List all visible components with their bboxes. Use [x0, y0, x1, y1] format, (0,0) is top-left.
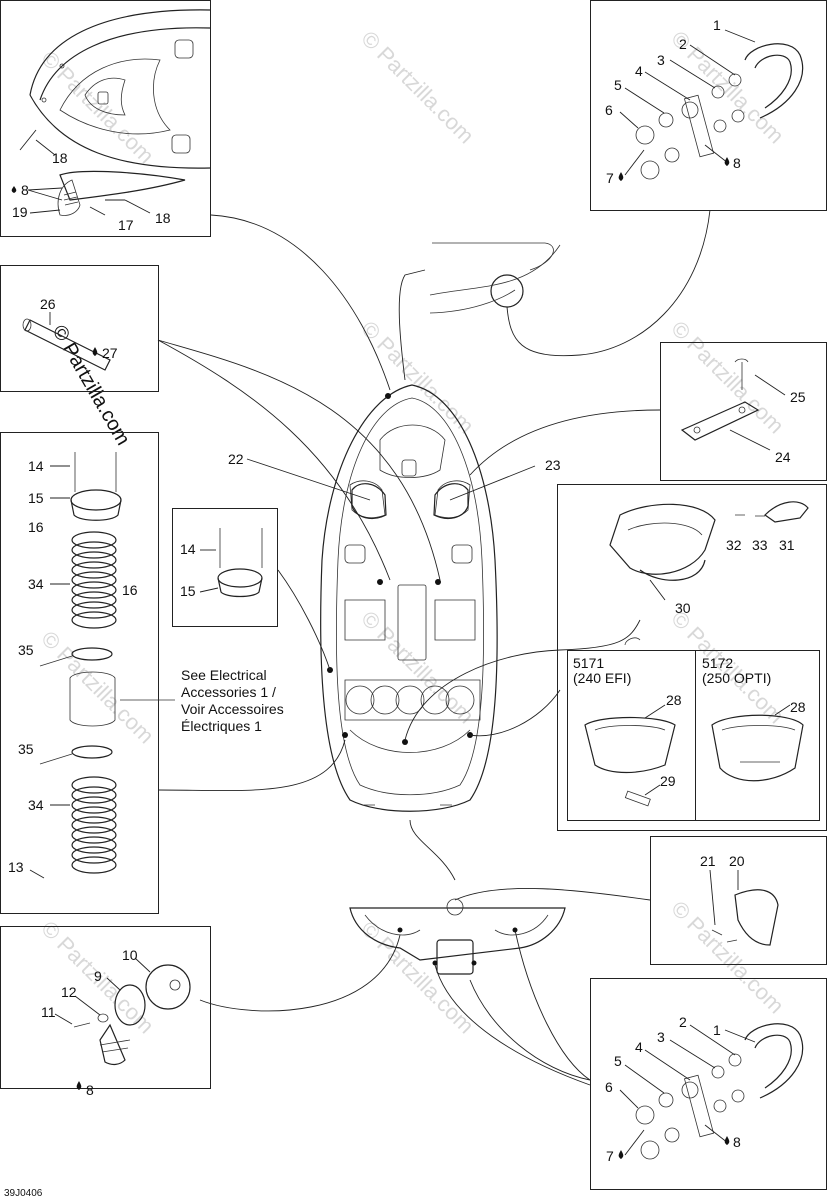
watermark-main: © Partzilla.com [48, 322, 134, 450]
drop-icon [92, 347, 98, 356]
note-line-2: Accessories 1 / [181, 684, 276, 700]
drop-icon [618, 1150, 624, 1159]
drop-icon [724, 157, 730, 166]
callout-26: 26 [40, 296, 56, 312]
callout-22: 22 [228, 451, 244, 467]
callout-4-bottom: 4 [635, 1039, 643, 1055]
callout-28-right: 28 [790, 699, 806, 715]
callout-19: 19 [12, 204, 28, 220]
callout-2-top: 2 [679, 36, 687, 52]
callout-34-col-b: 34 [28, 797, 44, 813]
variant-right-code: 5172 [702, 655, 733, 671]
callout-7-bottom: 7 [606, 1148, 614, 1164]
callout-5-top: 5 [614, 77, 622, 93]
callout-18-top: 18 [52, 150, 68, 166]
callout-12: 12 [61, 984, 77, 1000]
watermark-5: © Partzilla.com [666, 316, 789, 439]
note-line-4: Électriques 1 [181, 718, 262, 734]
panel-covers: 30 32 33 31 5171 (240 EFI) 5172 (250 OPT… [557, 484, 827, 831]
transom-view [349, 898, 566, 975]
callout-33: 33 [752, 537, 768, 553]
callout-6-top: 6 [605, 102, 613, 118]
diagram-code: 39J0406 [4, 1188, 43, 1199]
note-line-1: See Electrical [181, 667, 267, 683]
callout-20: 20 [729, 853, 745, 869]
callout-3-bottom: 3 [657, 1029, 665, 1045]
watermarks: © Partzilla.com © Partzilla.com © Partzi… [36, 26, 789, 1039]
cable-assembly [398, 209, 711, 381]
callout-25: 25 [790, 389, 806, 405]
callout-1-bottom: 1 [713, 1022, 721, 1038]
callout-8-bottom: 8 [733, 1134, 741, 1150]
callout-4-top: 4 [635, 63, 643, 79]
panel-pin: 26 27 [0, 265, 159, 392]
callout-35-col-a: 35 [18, 642, 34, 658]
drop-icon [11, 186, 17, 193]
variant-left-code: 5171 [573, 655, 604, 671]
callout-10: 10 [122, 947, 138, 963]
drop-icon [76, 1081, 82, 1090]
panel-grab-handle-bottom: 1 2 3 4 5 6 7 8 [590, 978, 827, 1190]
watermark-6: © Partzilla.com [36, 626, 159, 749]
panel-drain-plug: 10 9 12 11 8 [0, 926, 211, 1098]
callout-21: 21 [700, 853, 716, 869]
callout-28-left: 28 [666, 692, 682, 708]
drop-icon [724, 1136, 730, 1145]
panel-clip: 21 20 [650, 836, 827, 965]
hull-top-view: 22 23 [228, 384, 561, 812]
callout-3-top: 3 [657, 52, 665, 68]
callout-34-col-a: 34 [28, 576, 44, 592]
callout-7-top: 7 [606, 170, 614, 186]
callout-32: 32 [726, 537, 742, 553]
watermark-4: © Partzilla.com [356, 316, 479, 439]
callout-14-col: 14 [28, 458, 44, 474]
callout-2-bottom: 2 [679, 1014, 687, 1030]
callout-23: 23 [545, 457, 561, 473]
callout-11: 11 [41, 1004, 56, 1020]
panel-vent-hoses: 14 15 16 16 34 35 35 34 13 [0, 432, 175, 914]
connector-lines [157, 214, 661, 1086]
callout-16-col-b: 16 [122, 582, 138, 598]
callout-17: 17 [118, 217, 134, 233]
note-line-3: Voir Accessoires [181, 701, 284, 717]
callout-29: 29 [660, 773, 676, 789]
panel-bow-detail: 18 8 19 17 18 [0, 0, 211, 237]
callout-1-top: 1 [713, 17, 721, 33]
panel-grab-handle-top: 1 2 3 4 5 6 7 8 [590, 0, 827, 211]
callout-15-small: 15 [180, 583, 196, 599]
callout-16-col-a: 16 [28, 519, 44, 535]
watermark-2: © Partzilla.com [356, 26, 479, 149]
variant-left-engine: (240 EFI) [573, 670, 631, 686]
callout-31: 31 [779, 537, 795, 553]
variant-right-engine: (250 OPTI) [702, 670, 771, 686]
callout-15-col: 15 [28, 490, 44, 506]
callout-13: 13 [8, 859, 24, 875]
callout-8-drain: 8 [86, 1082, 94, 1098]
callout-24: 24 [775, 449, 791, 465]
electrical-note: See Electrical Accessories 1 / Voir Acce… [181, 667, 284, 734]
callout-8-bow: 8 [21, 182, 29, 198]
callout-6-bottom: 6 [605, 1079, 613, 1095]
callout-9: 9 [94, 968, 102, 984]
callout-27: 27 [102, 345, 118, 361]
callout-35-col-b: 35 [18, 741, 34, 757]
callout-18-bottom: 18 [155, 210, 171, 226]
watermark-11: © Partzilla.com [666, 896, 789, 1019]
panel-plate: 25 24 [660, 342, 827, 481]
callout-30: 30 [675, 600, 691, 616]
callout-8-top: 8 [733, 155, 741, 171]
drop-icon [618, 172, 624, 181]
callout-14-small: 14 [180, 541, 196, 557]
panel-vent-small: 14 15 [172, 508, 278, 627]
callout-5-bottom: 5 [614, 1053, 622, 1069]
